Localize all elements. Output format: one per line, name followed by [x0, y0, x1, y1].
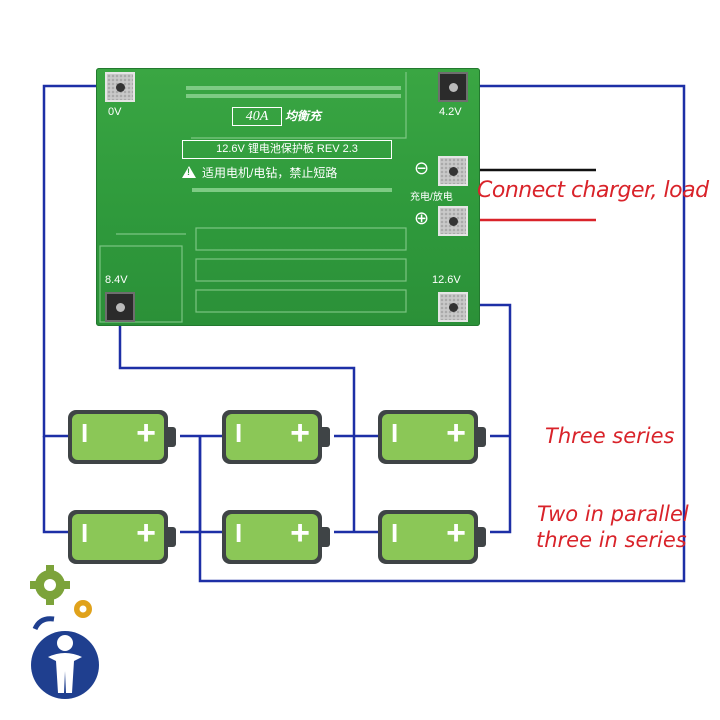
pad-0v	[105, 72, 135, 102]
label-12v6: 12.6V	[432, 274, 461, 286]
battery-top-3: I+	[378, 410, 486, 464]
protection-board	[96, 68, 480, 326]
warning-text: 适用电机/电钻，禁止短路	[202, 166, 338, 180]
board-traces	[99, 72, 407, 323]
battery-top-2: I+	[222, 410, 330, 464]
logo	[30, 565, 99, 699]
wire-0v-top-row	[42, 84, 120, 438]
spec-label: 12.6V 锂电池保护板 REV 2.3	[182, 140, 392, 159]
rating-note: 均衡充	[285, 109, 322, 123]
label-8v4: 8.4V	[105, 274, 128, 286]
pad-minus	[438, 156, 468, 186]
battery-top-1: I+	[68, 410, 176, 464]
pad-4v2	[438, 72, 468, 102]
annotation-parallel-line2: three in series	[536, 528, 687, 552]
label-4v2: 4.2V	[439, 106, 462, 118]
pad-plus	[438, 206, 468, 236]
pad-8v4	[105, 292, 135, 322]
logo-gears-icon	[30, 565, 92, 618]
wire-8v4	[118, 305, 356, 436]
annotation-parallel-line1: Two in parallel	[537, 502, 689, 526]
label-charge-discharge: 充电/放电	[410, 192, 453, 203]
battery-bottom-1: I+	[68, 510, 176, 564]
logo-person-icon	[31, 616, 99, 699]
warning-icon	[182, 166, 196, 178]
plus-symbol: ⊕	[414, 208, 430, 229]
pad-12v6	[438, 292, 468, 322]
warning-line: 适用电机/电钻，禁止短路	[182, 164, 337, 181]
blue-wires	[42, 84, 686, 583]
annotation-three-series: Three series	[545, 424, 675, 448]
minus-symbol: ⊖	[414, 158, 430, 179]
wire-0v-bottom-row	[42, 436, 68, 534]
wire-12v6	[455, 303, 512, 534]
rating-label: 40A	[232, 107, 282, 126]
battery-bottom-2: I+	[222, 510, 330, 564]
label-0v: 0V	[108, 106, 122, 118]
battery-bottom-3: I+	[378, 510, 486, 564]
annotation-connect: Connect charger, load	[477, 178, 709, 203]
